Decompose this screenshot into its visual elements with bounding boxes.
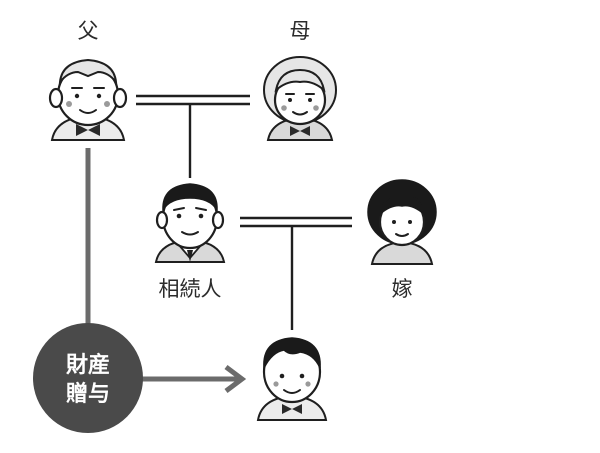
gift-label-line2: 贈与 <box>66 381 110 407</box>
marriage-line-heir-wife <box>240 216 352 228</box>
gift-circle <box>33 323 143 433</box>
father-label: 父 <box>78 19 99 43</box>
gift-badge: 財産 贈与 <box>33 323 143 433</box>
mother-label: 母 <box>290 19 311 43</box>
arrow-right-icon <box>224 365 247 393</box>
marriage-line-parents <box>136 94 250 106</box>
wife-label: 嫁 <box>392 277 413 301</box>
father-figure <box>48 58 128 141</box>
mother-figure <box>263 56 337 141</box>
gift-label-line1: 財産 <box>66 352 110 378</box>
heir-figure <box>154 183 226 263</box>
wife-figure <box>367 179 437 265</box>
grandchild-figure <box>256 337 328 421</box>
heir-label: 相続人 <box>159 277 222 301</box>
